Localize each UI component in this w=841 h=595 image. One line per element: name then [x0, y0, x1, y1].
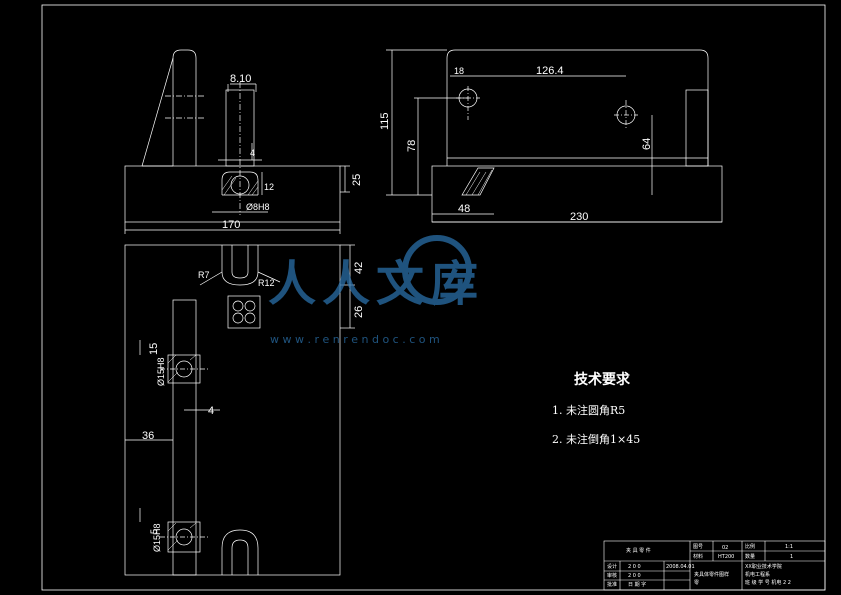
notes-item-2: 2. 未注倒角1×45	[552, 432, 640, 446]
dim-top-36: 36	[142, 430, 154, 442]
watermark-url: w w w . r e n r e n d o c . c o m	[270, 333, 440, 346]
tb-r2c4: 1	[790, 554, 793, 560]
dim-top-5: 5	[149, 529, 159, 534]
dim-side-230: 230	[570, 211, 588, 223]
dim-side-48: 48	[458, 203, 470, 215]
dim-top-r7: R7	[198, 270, 210, 280]
dim-top-d15-a: Ø15H8	[156, 357, 166, 386]
side-view	[386, 49, 723, 223]
tb-r2c3: 数量	[745, 553, 755, 560]
tb-r2c2: HT200	[718, 554, 734, 560]
tb-date: 2008.04.01	[666, 564, 695, 570]
tb-school: XX职业技术学院	[745, 563, 782, 570]
top-view	[124, 244, 355, 576]
tb-part: 夹具体零件图样	[694, 571, 729, 578]
notes-heading: 技术要求	[574, 371, 631, 388]
tb-p1: 2 0 0	[628, 564, 641, 570]
tb-check: 审核	[607, 572, 617, 579]
tb-approve: 批准	[607, 581, 617, 588]
tb-name: 夹 具 零 件	[626, 547, 651, 554]
tb-r2c1: 材料	[693, 553, 703, 560]
dim-top-4: 4	[208, 405, 214, 417]
tb-r1c3: 比例	[745, 543, 755, 550]
dim-front-4: 4	[250, 148, 255, 158]
watermark-text: 人人文库	[268, 256, 484, 312]
dim-side-115: 115	[379, 112, 391, 130]
tb-p3: 日 期 字	[628, 581, 646, 588]
tb-design: 设计	[607, 563, 617, 570]
dim-top-26: 26	[353, 306, 365, 318]
dim-front-12: 12	[264, 182, 274, 192]
dim-front-width: 8.10	[230, 73, 251, 85]
title-block	[603, 540, 826, 591]
dim-top-r12: R12	[258, 278, 275, 288]
watermark: 人人文库 w w w . r e n r e n d o c . c o m	[268, 235, 484, 346]
dim-side-78: 78	[406, 140, 418, 152]
front-view	[124, 49, 350, 234]
dim-top-42: 42	[353, 262, 365, 274]
tb-r1c2: 02	[722, 545, 728, 551]
dim-top-d15-b: Ø15H8	[152, 523, 162, 552]
dim-front-25: 25	[351, 174, 363, 186]
dim-front-bore: Ø8H8	[246, 202, 270, 212]
tb-school2: 机电工程系	[745, 571, 770, 578]
tb-class: 班 级 学 号 机电 2 2	[745, 579, 791, 586]
tb-r1c1: 图号	[693, 544, 703, 550]
tb-part2: 零	[694, 580, 699, 586]
dim-top-15: 15	[148, 343, 160, 355]
dim-side-18: 18	[454, 66, 464, 76]
tb-r1c4: 1:1	[785, 544, 793, 550]
drawing-frame	[41, 4, 826, 591]
dim-side-126-4: 126.4	[536, 65, 564, 77]
notes-item-1: 1. 未注圆角R5	[552, 403, 625, 417]
dim-front-170: 170	[222, 219, 240, 231]
tb-p2: 2 0 0	[628, 573, 641, 579]
dim-side-64: 64	[641, 138, 653, 150]
